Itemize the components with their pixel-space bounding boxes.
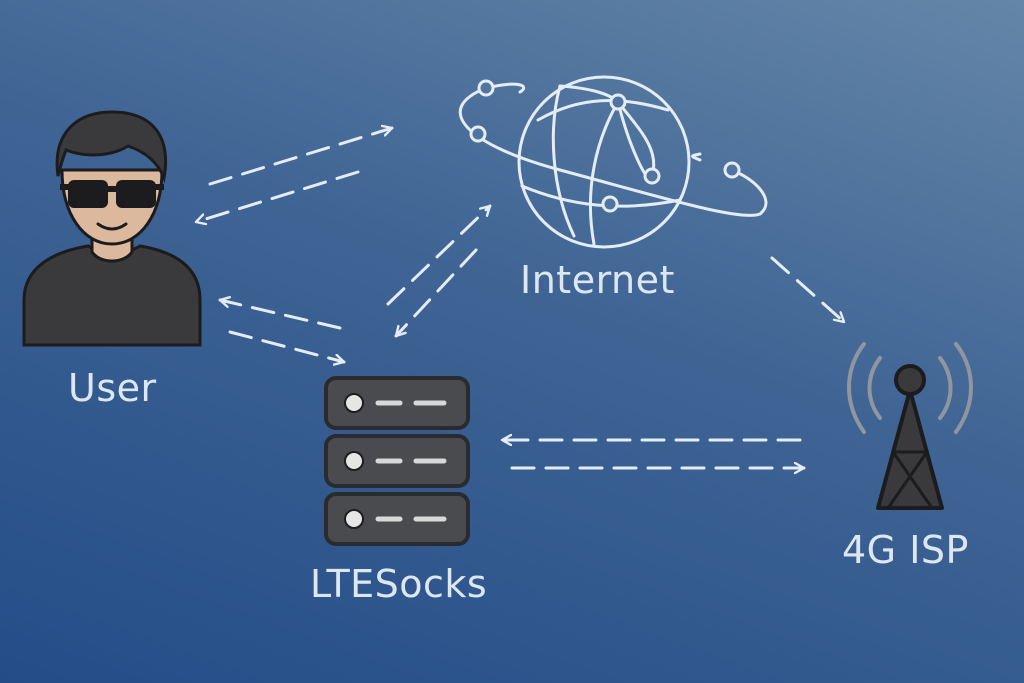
cell-tower-icon xyxy=(847,342,973,510)
user-label: User xyxy=(68,366,157,410)
isp-label: 4G ISP xyxy=(842,528,969,572)
arrow-internet-to-isp xyxy=(770,256,846,324)
arrow-user-to-internet xyxy=(208,128,394,186)
ltesocks-label: LTESocks xyxy=(310,562,488,606)
arrow-ltesocks-to-user xyxy=(218,300,342,330)
arrow-user-to-ltesocks xyxy=(228,330,346,362)
arrow-ltesocks-to-internet xyxy=(386,204,492,306)
user-with-sunglasses-icon xyxy=(22,110,202,347)
arrow-internet-to-user xyxy=(194,170,360,222)
connection-arrows xyxy=(194,128,846,468)
internet-label: Internet xyxy=(520,258,675,302)
server-stack-icon xyxy=(324,376,470,546)
arrow-internet-to-ltesocks xyxy=(394,248,478,338)
globe-network-icon xyxy=(458,75,768,249)
